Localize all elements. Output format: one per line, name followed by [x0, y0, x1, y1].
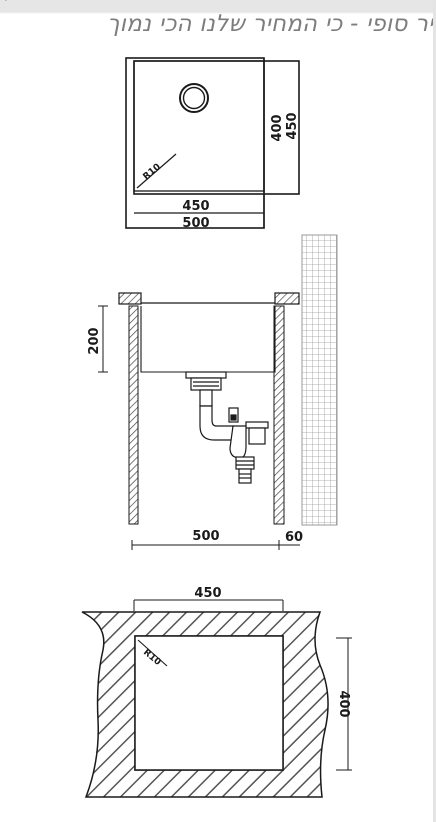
drain-inner-ring — [182, 86, 206, 110]
top-radius-leader — [136, 153, 177, 189]
side-view: 200 500 60 — [87, 234, 338, 550]
top-outer-width-label: 500 — [182, 216, 209, 231]
header-fragment: ר — [2, 0, 7, 4]
side-wall-label: 60 — [285, 530, 303, 545]
top-inner-height-label: 400 — [270, 114, 285, 141]
side-width-label: 500 — [192, 529, 219, 544]
left-countertop-edge — [118, 292, 142, 305]
right-countertop-edge — [274, 292, 300, 305]
top-radius-label: R10 — [142, 162, 163, 182]
right-cabinet-wall — [273, 305, 285, 525]
header-bar: ר ויר סופי - כי המחיר שלנו הכי נמוך — [0, 0, 436, 42]
cutout-width-label: 450 — [194, 586, 221, 601]
cutout-height-label: 400 — [336, 690, 351, 717]
cutout-opening — [134, 635, 284, 771]
top-outer-height-label: 450 — [285, 112, 300, 139]
top-view: R10 450 500 400 450 — [125, 57, 300, 231]
sink-bowl-profile — [140, 306, 276, 373]
cutout-radius-leader — [137, 639, 168, 667]
page-title: ויר סופי - כי המחיר שלנו הכי נמוך — [107, 11, 436, 37]
drain-outer-ring — [179, 83, 209, 113]
depth-label: 200 — [87, 327, 102, 354]
wall-tiles — [301, 234, 338, 526]
drain-siphon — [185, 371, 269, 484]
left-cabinet-wall — [128, 305, 139, 525]
right-border — [433, 0, 436, 822]
cutout-view: 450 R10 400 — [81, 586, 352, 798]
top-inner-width-label: 450 — [182, 199, 209, 214]
